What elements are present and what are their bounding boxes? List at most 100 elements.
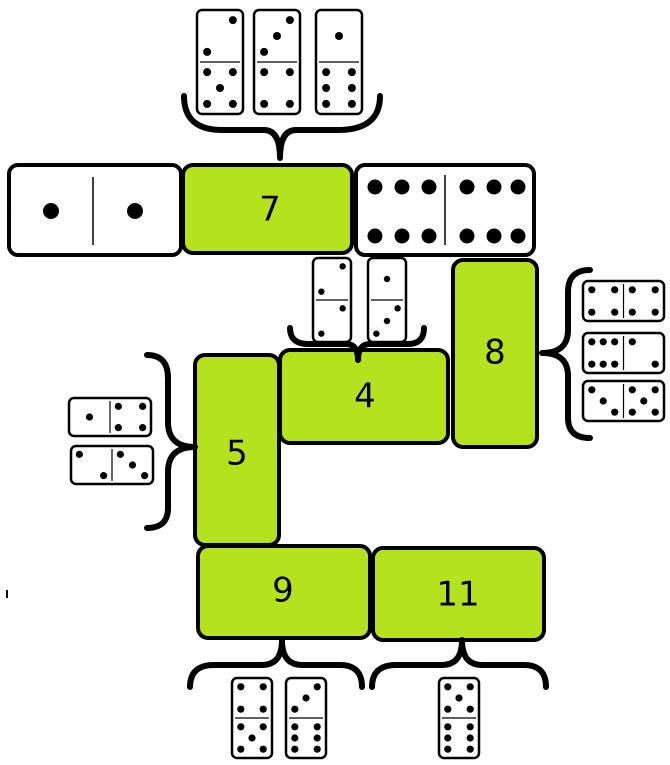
domino-top-pip [318, 288, 324, 294]
domino-pip [487, 229, 502, 244]
domino-bottom-pip [444, 734, 451, 741]
domino-right-pip [652, 386, 659, 393]
stray-mark [6, 590, 8, 598]
domino-top-pip [384, 276, 390, 282]
domino-top-pip [339, 263, 345, 269]
domino-top-pip [260, 683, 267, 690]
domino-top-pip [444, 706, 451, 713]
domino-top-pip [455, 694, 462, 701]
domino-bottom-pip [467, 723, 474, 730]
domino-bottom-pip [203, 100, 211, 108]
domino-left-pip [76, 451, 83, 458]
domino-5-6 [439, 678, 479, 758]
domino-body [9, 165, 181, 255]
candidates-region-7 [197, 10, 362, 114]
domino-top-pip [273, 32, 281, 40]
region-7-sum: 7 [259, 190, 281, 230]
domino-top-pip [444, 683, 451, 690]
domino-pip [395, 229, 410, 244]
domino-top-pip [335, 32, 343, 40]
domino-left-pip [611, 409, 618, 416]
domino-4-4 [583, 281, 664, 321]
domino-bottom-pip [444, 746, 451, 753]
domino-right-pip [652, 309, 659, 316]
domino-bottom-pip [444, 723, 451, 730]
fixed-domino-6-6 [356, 165, 534, 255]
domino-bottom-pip [291, 734, 298, 741]
domino-left-pip [588, 338, 595, 345]
domino-top-pip [203, 48, 211, 56]
domino-bottom-pip [237, 746, 244, 753]
domino-bottom-pip [467, 746, 474, 753]
domino-top-pip [260, 48, 268, 56]
domino-bottom-pip [322, 84, 330, 92]
domino-bottom-pip [384, 318, 390, 324]
domino-bottom-pip [237, 723, 244, 730]
domino-top-pip [314, 683, 321, 690]
candidates-region-9 [232, 678, 326, 758]
domino-3-4 [254, 10, 300, 114]
domino-left-pip [600, 338, 607, 345]
domino-bottom-pip [260, 68, 268, 76]
domino-right-pip [115, 424, 122, 431]
domino-right-pip [117, 451, 124, 458]
domino-bottom-pip [314, 746, 321, 753]
domino-pip [460, 229, 475, 244]
domino-right-pip [127, 203, 143, 219]
domino-pip [511, 229, 526, 244]
domino-right-pip [652, 286, 659, 293]
domino-top-pip [237, 683, 244, 690]
candidates-region-4 [313, 258, 406, 342]
domino-bottom-pip [229, 100, 237, 108]
domino-pip [511, 180, 526, 195]
domino-bottom-pip [203, 68, 211, 76]
domino-bottom-pip [322, 68, 330, 76]
domino-bottom-pip [348, 84, 356, 92]
domino-bottom-pip [291, 746, 298, 753]
brace-region-5 [147, 355, 195, 528]
domino-left-pip [611, 338, 618, 345]
domino-bottom-pip [248, 734, 255, 741]
domino-right-pip [629, 409, 636, 416]
domino-pip [422, 229, 437, 244]
region-8-sum: 8 [484, 333, 506, 373]
candidates-region-5 [69, 398, 153, 484]
domino-2-5 [197, 10, 243, 114]
fixed-domino-1-1 [9, 165, 181, 255]
domino-bottom-pip [286, 100, 294, 108]
domino-bottom-pip [322, 100, 330, 108]
domino-right-pip [129, 461, 136, 468]
domino-right-pip [629, 386, 636, 393]
domino-4-5 [232, 678, 272, 758]
region-4-sum: 4 [354, 377, 376, 417]
domino-left-pip [611, 286, 618, 293]
domino-bottom-pip [260, 746, 267, 753]
domino-top-pip [229, 16, 237, 24]
domino-pip [395, 180, 410, 195]
region-11: 11 [373, 548, 544, 640]
domino-left-pip [600, 397, 607, 404]
domino-right-pip [141, 472, 148, 479]
region-8: 8 [453, 260, 537, 447]
domino-top-pip [302, 694, 309, 701]
domino-pip [422, 180, 437, 195]
domino-bottom-pip [318, 330, 324, 336]
domino-1-6 [316, 10, 362, 114]
domino-left-pip [588, 286, 595, 293]
domino-bottom-pip [260, 723, 267, 730]
region-7: 7 [183, 165, 352, 253]
domino-6-2 [583, 333, 664, 373]
region-5-sum: 5 [226, 434, 248, 474]
domino-right-pip [139, 424, 146, 431]
domino-bottom-pip [291, 723, 298, 730]
domino-left-pip [588, 309, 595, 316]
domino-3-5 [583, 381, 664, 421]
region-11-sum: 11 [436, 575, 479, 615]
region-9-sum: 9 [272, 571, 294, 611]
domino-top-pip [286, 16, 294, 24]
domino-top-pip [260, 706, 267, 713]
domino-bottom-pip [314, 734, 321, 741]
domino-left-pip [611, 309, 618, 316]
